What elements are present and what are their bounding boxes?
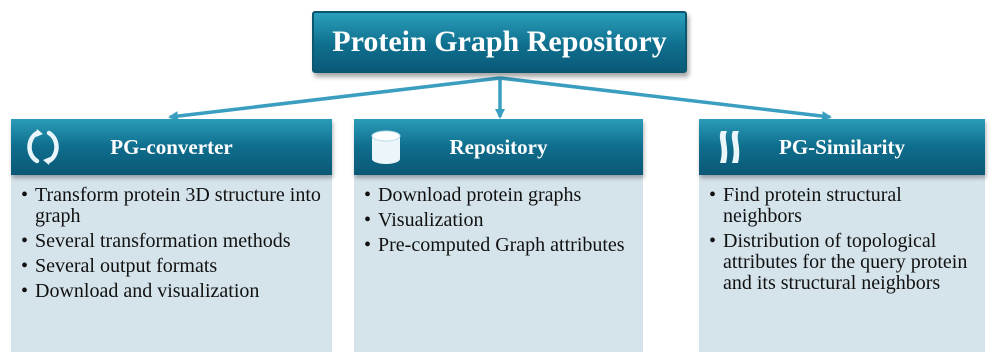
list-item: Find protein structural neighbors (709, 185, 977, 227)
repository-header: Repository (354, 119, 643, 175)
repository-list: Download protein graphs Visualization Pr… (364, 185, 635, 257)
pg-similarity-list: Find protein structural neighbors Distri… (709, 185, 977, 294)
pg-converter-panel: PG-converter Transform protein 3D struct… (11, 119, 332, 352)
database-cylinder-icon (371, 130, 401, 164)
pg-similarity-header: PG-Similarity (699, 119, 985, 175)
arrow-to-pg-converter (168, 76, 501, 122)
pg-converter-body: Transform protein 3D structure into grap… (11, 175, 332, 352)
list-item: Distribution of topological attributes f… (709, 231, 977, 294)
pg-similarity-body: Find protein structural neighbors Distri… (699, 175, 985, 352)
main-title-box: Protein Graph Repository (312, 11, 687, 73)
list-item: Transform protein 3D structure into grap… (21, 185, 324, 227)
pg-converter-title: PG-converter (110, 134, 233, 159)
pg-converter-list: Transform protein 3D structure into grap… (21, 185, 324, 303)
list-item: Download protein graphs (364, 185, 635, 207)
repository-title: Repository (449, 134, 548, 159)
list-item: Visualization (364, 210, 635, 232)
pg-converter-header: PG-converter (11, 119, 332, 175)
arrow-to-pg-similarity (499, 76, 832, 122)
parallel-bars-icon (719, 131, 740, 163)
list-item: Several output formats (21, 256, 324, 278)
repository-panel: Repository Download protein graphs Visua… (354, 119, 643, 352)
list-item: Pre-computed Graph attributes (364, 235, 635, 257)
list-item: Several transformation methods (21, 231, 324, 253)
circular-arrows-icon (27, 129, 59, 165)
pg-similarity-panel: PG-Similarity Find protein structural ne… (699, 119, 985, 352)
repository-body: Download protein graphs Visualization Pr… (354, 175, 643, 352)
list-item: Download and visualization (21, 281, 324, 303)
pg-similarity-title: PG-Similarity (779, 134, 905, 159)
main-title: Protein Graph Repository (332, 25, 667, 58)
